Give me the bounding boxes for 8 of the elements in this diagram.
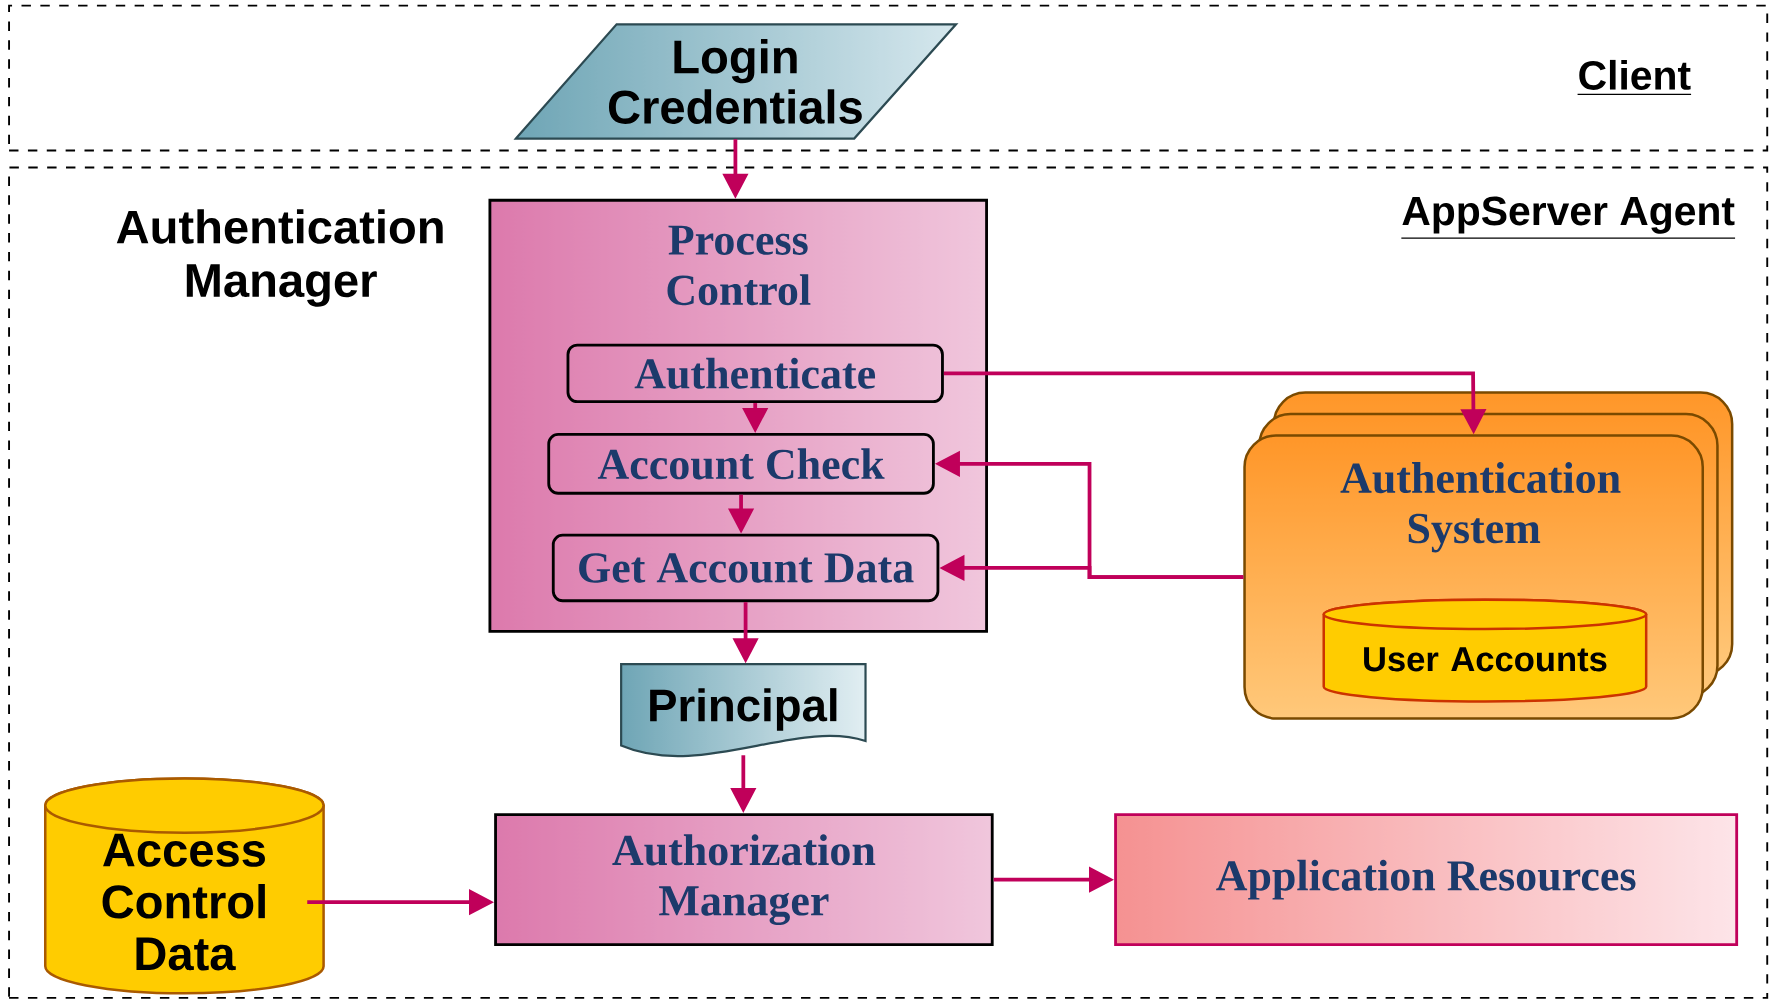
step-box: Account Check bbox=[547, 432, 935, 495]
step-box: Get Account Data bbox=[551, 533, 940, 603]
resource-box: Application Resources bbox=[1114, 813, 1739, 946]
step-box: Authenticate bbox=[566, 343, 944, 403]
heading-label: Authentication Manager bbox=[116, 209, 443, 307]
database-cylinder: Access Control Data bbox=[44, 777, 325, 995]
database-cylinder: User Accounts bbox=[1322, 598, 1648, 703]
process-box: Authorization Manager bbox=[494, 813, 994, 946]
